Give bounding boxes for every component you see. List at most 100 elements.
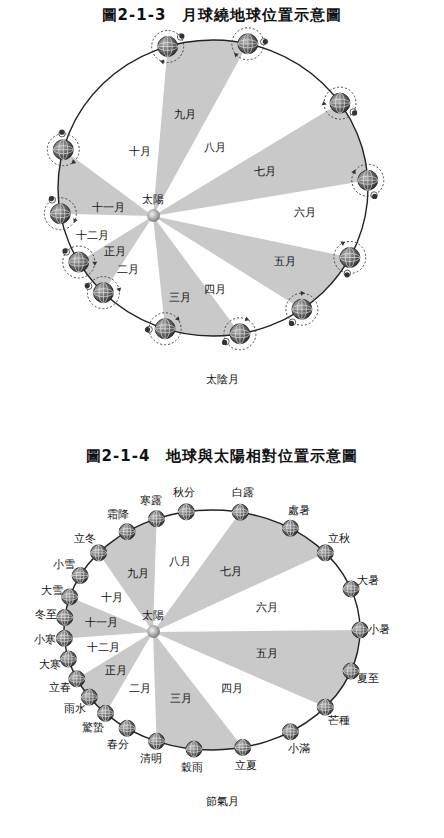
sun-node: 太陽 (142, 609, 164, 638)
figure-title: 圖2-1-4 地球與太陽相對位置示意圖 (86, 447, 359, 465)
earth-globe (322, 87, 358, 119)
moon-orbit (47, 134, 79, 166)
earth-globe (145, 313, 181, 345)
globe-equator (93, 292, 113, 293)
sun-disc (147, 209, 160, 222)
sun-node: 太陽 (142, 193, 164, 222)
globe-body (238, 34, 258, 54)
earth-globe (352, 622, 368, 638)
globe-body (53, 140, 73, 160)
earth-globe (47, 130, 79, 166)
globe-equator (235, 747, 251, 748)
globe-equator (149, 518, 165, 519)
solar-term-label: 秋分 (173, 486, 195, 499)
shaded-month-sector (77, 632, 153, 713)
globe-equator (69, 262, 89, 263)
globe-equator (81, 697, 97, 698)
globe-body (330, 93, 350, 113)
globe-equator (178, 511, 194, 512)
moon (261, 38, 267, 44)
solar-term-label: 清明 (140, 753, 162, 766)
orbit-arrow (116, 287, 121, 292)
moon-shadow (85, 283, 90, 288)
globe-equator (238, 43, 258, 44)
earth-globe (62, 589, 78, 605)
moon-shadow (263, 39, 268, 44)
earth-orbit-ellipse (64, 510, 360, 750)
globe-equator (330, 103, 350, 104)
figure-title: 圖2-1-3 月球繞地球位置示意圖 (102, 6, 343, 24)
globe-equator (149, 741, 165, 742)
moon-orbit (232, 28, 264, 60)
moon-orbit (152, 30, 184, 62)
month-label: 七月 (254, 165, 276, 178)
earth-globe (286, 291, 318, 326)
globe-body (93, 283, 113, 303)
shaded-month-sector (153, 216, 240, 336)
shaded-month-sector (58, 150, 153, 216)
moon-shadow (179, 33, 184, 38)
earth-globe (235, 739, 251, 755)
moon-orbit (87, 277, 119, 309)
globe-equator (158, 46, 178, 47)
globe-equator (57, 617, 73, 618)
earth-globe (57, 609, 73, 625)
month-label: 六月 (256, 601, 278, 614)
solar-term-label: 小寒 (34, 633, 56, 646)
moon (289, 319, 295, 325)
globe-body (186, 741, 202, 757)
moon-shadow (49, 196, 54, 201)
orbit-arrow (340, 242, 345, 246)
earth-globe (282, 520, 298, 536)
month-label: 二月 (129, 683, 151, 696)
earth-globe (44, 196, 77, 230)
moon-orbit (63, 246, 95, 278)
globe-body (352, 622, 368, 638)
orbit-arrow (160, 60, 164, 65)
globe-equator (340, 257, 360, 258)
globe-equator (119, 728, 135, 729)
globe-equator (186, 749, 202, 750)
solar-term-label: 白露 (232, 487, 254, 500)
sun-label: 太陽 (142, 193, 164, 206)
moon-orbit (334, 241, 366, 273)
globe-equator (343, 588, 359, 589)
earth-globe (119, 524, 135, 540)
globe-body (69, 671, 85, 687)
month-label: 五月 (274, 255, 296, 268)
moon-shadow (372, 194, 377, 199)
moon-orbit-ellipse (58, 40, 368, 336)
solar-term-label: 春分 (107, 738, 129, 751)
globe-equator (98, 713, 114, 714)
solar-term-label: 小滿 (288, 742, 310, 755)
month-label: 十一月 (92, 201, 125, 214)
earth-globe (119, 720, 135, 736)
solar-term-label: 大暑 (357, 575, 379, 588)
solar-term-label: 驚蟄 (82, 721, 104, 734)
moon-orbit (352, 164, 384, 196)
globe-equator (230, 333, 250, 334)
earth-globe (351, 164, 384, 199)
globe-body (57, 609, 73, 625)
moon (350, 109, 356, 115)
moon (146, 326, 152, 332)
moon (63, 249, 69, 255)
earth-globe (282, 724, 298, 740)
solar-term-label: 寒露 (140, 494, 162, 507)
solar-term-label: 雨水 (64, 703, 86, 716)
earth-globe (56, 630, 72, 646)
solar-term-label: 夏至 (357, 672, 379, 685)
solar-term-label: 立秋 (328, 533, 350, 546)
earth-globe (317, 545, 333, 561)
month-label: 三月 (170, 693, 192, 706)
earth-globe (60, 651, 76, 667)
sun-disc (147, 625, 160, 638)
globe-equator (119, 531, 135, 532)
moon-shadow (62, 248, 67, 253)
orbit-arrow (175, 316, 180, 321)
earth-globe (232, 504, 248, 520)
solar-term-label: 小暑 (368, 623, 390, 636)
solar-term-label: 霜降 (107, 509, 129, 522)
moon-orbit (324, 87, 356, 119)
solar-term-label: 立冬 (74, 533, 96, 546)
